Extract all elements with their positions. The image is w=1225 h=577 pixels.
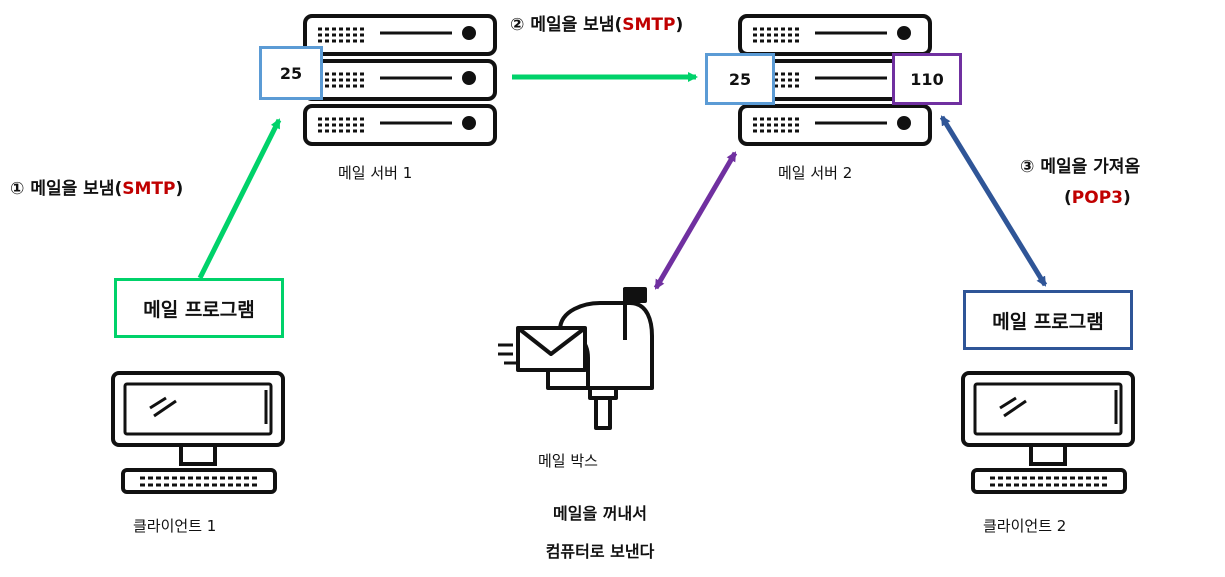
mailbox-label: 메일 박스 [538,452,598,470]
arrow-server2-mailbox [653,151,738,290]
client-1-label: 클라이언트 1 [133,517,217,535]
step-3-protocol-line: (POP3) [1064,188,1131,208]
step-1-number: ① [10,179,25,199]
step-1-paren-open: ( [114,179,123,199]
step-3-label: ③ 메일을 가져옴 [1020,152,1140,177]
step-1-protocol: SMTP [122,179,176,199]
computer-2-icon [961,371,1135,494]
arrow-server2-client2 [939,115,1048,287]
step-3-number: ③ [1020,157,1035,177]
client-1-mail-program-box: 메일 프로그램 [114,278,284,338]
client-2-mail-program-box: 메일 프로그램 [963,290,1133,350]
step-1-paren-close: ) [175,179,184,199]
step-2-protocol: SMTP [622,15,676,35]
step-2-number: ② [510,15,525,35]
client-2-label: 클라이언트 2 [983,517,1067,535]
server-2-port-25: 25 [705,53,775,105]
step-3-protocol: POP3 [1071,188,1123,208]
mailbox-icon [498,287,654,430]
mailbox-note-line-1: 메일을 꺼내서 [553,504,647,523]
step-2-text: 메일을 보냄 [530,15,615,35]
step-1-text: 메일을 보냄 [30,179,115,199]
arrow-send-to-server1 [197,118,282,280]
computer-1-icon [111,371,285,494]
step-2-label: ② 메일을 보냄(SMTP) [510,10,683,35]
step-3-text: 메일을 가져옴 [1040,157,1141,177]
step-3-paren-open: ( [1064,188,1072,208]
server-1-port-25: 25 [259,46,323,100]
server-1-label: 메일 서버 1 [338,164,413,182]
step-2-paren-open: ( [614,15,623,35]
server-2-label: 메일 서버 2 [778,164,853,182]
mailbox-note-line-2: 컴퓨터로 보낸다 [545,542,655,561]
step-3-paren-close: ) [1122,188,1131,208]
server-2-port-110: 110 [892,53,962,105]
step-1-label: ① 메일을 보냄(SMTP) [10,174,183,199]
server-1-icon [303,14,497,146]
step-2-paren-close: ) [675,15,684,35]
